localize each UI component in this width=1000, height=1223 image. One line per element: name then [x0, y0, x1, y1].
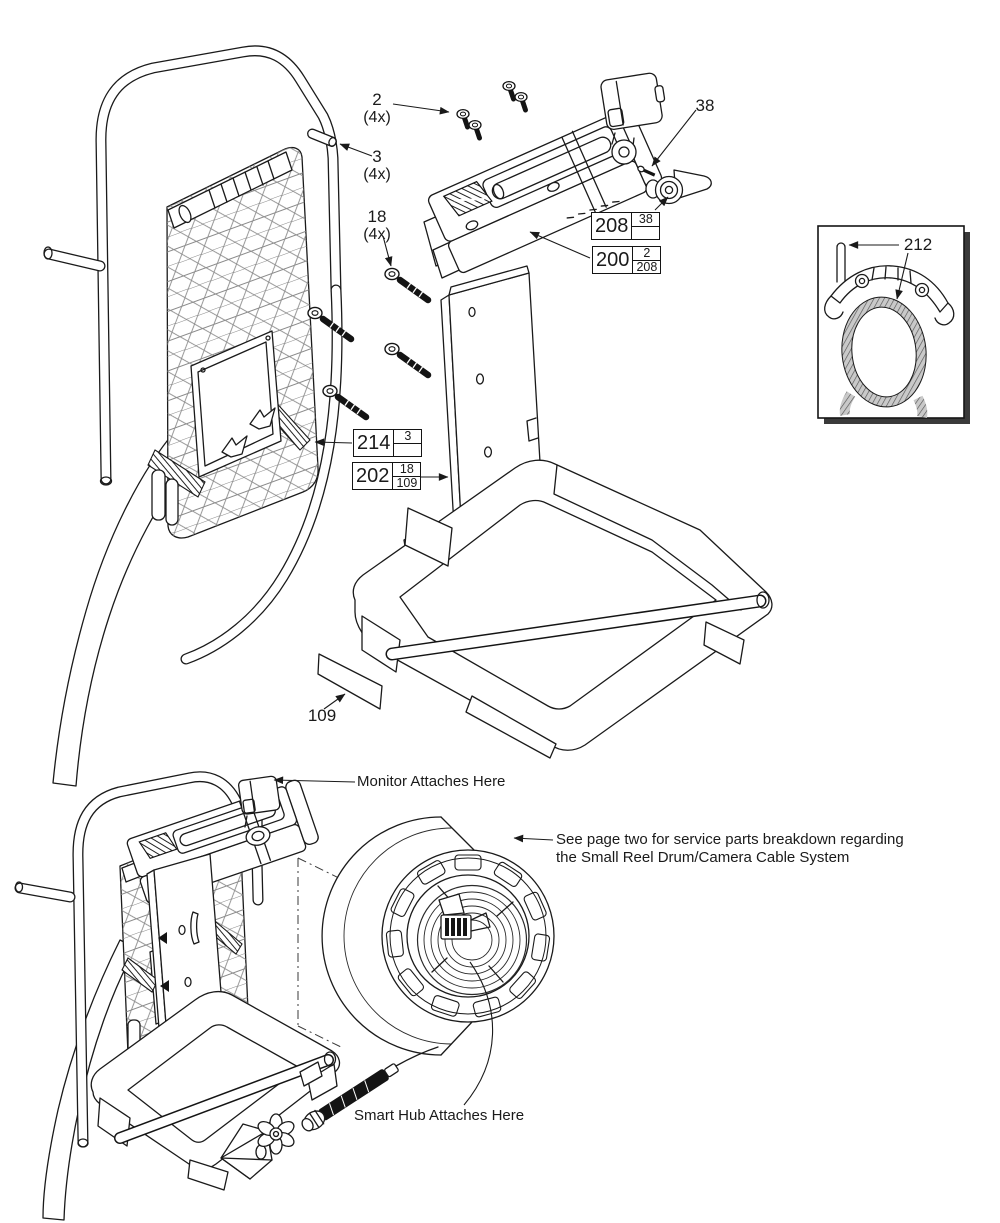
callout-ref: 3	[372, 147, 382, 166]
monitor-mount-top	[600, 72, 666, 165]
part-box-202: 202 18 109	[352, 462, 422, 490]
related-part-bottom	[394, 444, 421, 457]
callout-qty: (4x)	[363, 109, 391, 127]
callout-label-sticker: 109	[300, 706, 344, 725]
set-screw-part38	[637, 165, 656, 177]
callout-qty: (4x)	[363, 166, 391, 184]
callout-inset-212: 212	[900, 235, 936, 254]
bungee-cord	[841, 296, 927, 408]
callout-bolts: 18 (4x)	[355, 207, 399, 244]
drum-rim-slots	[385, 854, 551, 1018]
inset-box-part212	[817, 225, 970, 424]
milwaukee-logo	[442, 180, 493, 217]
bottom-leader-lines	[273, 776, 554, 843]
drum-hub	[438, 893, 491, 940]
callout-thumb-screw: 38	[688, 96, 722, 115]
smart-hub-cable	[301, 1046, 439, 1132]
callout-screws: 2 (4x)	[355, 90, 399, 127]
honeycomb-panel-top	[147, 146, 319, 539]
reel-drum	[321, 816, 555, 1106]
bolts-part18	[308, 268, 428, 417]
milwaukee-logo	[138, 832, 178, 859]
coiled-cable	[416, 884, 528, 996]
related-part-bottom: 109	[396, 475, 418, 490]
note-monitor-attaches: Monitor Attaches Here	[357, 773, 506, 790]
strap-band	[147, 449, 206, 498]
label-sticker-part109	[317, 653, 383, 710]
cord-end-post	[836, 242, 846, 283]
note-smart-hub-attaches: Smart Hub Attaches Here	[354, 1107, 525, 1124]
note-service-line1: See page two for service parts breakdown…	[556, 831, 904, 848]
related-part-top: 38	[632, 213, 660, 227]
callout-ref: 212	[903, 235, 933, 254]
related-part-bottom: 208	[636, 259, 658, 274]
guide-cone-small	[257, 1113, 295, 1155]
part-box-214: 214 3	[353, 429, 423, 457]
panel-top-rail	[167, 151, 293, 229]
callout-pin: 3 (4x)	[355, 147, 399, 184]
hook-rail	[824, 265, 955, 326]
monitor-mount-bottom	[237, 775, 281, 846]
part-box-200: 200 2 208	[592, 246, 662, 274]
part-box-208: 208 38	[591, 212, 661, 240]
callout-ref: 2	[372, 90, 382, 109]
top-leader-lines	[314, 103, 697, 710]
base-frame-bottom	[90, 990, 341, 1191]
related-part-top: 3	[394, 430, 422, 444]
part-number: 208	[592, 213, 633, 239]
callout-ref: 109	[307, 706, 337, 725]
clip-hook	[249, 407, 276, 430]
related-part-top: 2	[633, 247, 661, 261]
part-number: 214	[354, 430, 395, 456]
callout-ref: 18	[367, 207, 387, 226]
callout-qty: (4x)	[363, 226, 391, 244]
part-number: 202	[353, 463, 394, 489]
note-service-line2: the Small Reel Drum/Camera Cable System	[556, 849, 850, 866]
clip-hook	[221, 435, 248, 458]
pin-part3	[307, 128, 337, 147]
mount-screws-part2	[457, 82, 527, 138]
related-part-bottom	[632, 227, 659, 240]
callout-ref: 38	[695, 96, 715, 115]
related-part-top: 18	[393, 463, 421, 477]
part-number: 200	[593, 247, 634, 273]
note-service-parts: See page two for service parts breakdown…	[556, 831, 904, 867]
base-frame-top	[352, 459, 773, 759]
